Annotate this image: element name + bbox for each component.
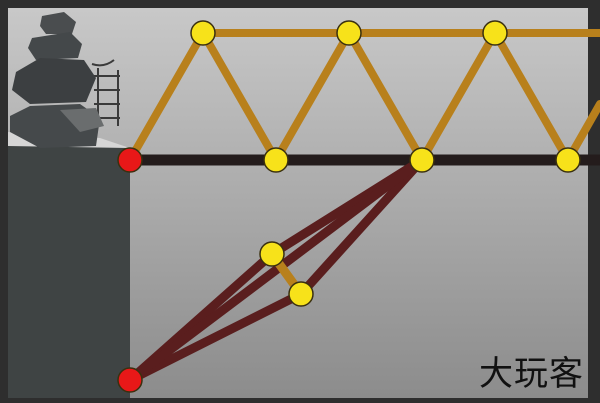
anchor-joint[interactable] (117, 147, 143, 173)
cliff (8, 138, 130, 398)
steel-beam[interactable] (296, 155, 427, 299)
wood-beam[interactable] (199, 29, 280, 164)
wood-beam[interactable] (345, 29, 426, 164)
steel-beam[interactable] (125, 155, 427, 385)
watermark: 大玩客 (479, 354, 584, 394)
joint[interactable] (259, 241, 285, 267)
steel-beam[interactable] (125, 289, 306, 385)
joint[interactable] (409, 147, 435, 173)
joint[interactable] (190, 20, 216, 46)
wood-beam[interactable] (272, 29, 353, 164)
rock-stack-icon (10, 12, 104, 148)
joint[interactable] (482, 20, 508, 46)
joint[interactable] (555, 147, 581, 173)
wood-beam[interactable] (126, 29, 207, 164)
wood-beam[interactable] (491, 29, 572, 164)
joints[interactable] (117, 20, 581, 393)
joint[interactable] (263, 147, 289, 173)
joint[interactable] (288, 281, 314, 307)
wood-beam[interactable] (418, 29, 499, 164)
joint[interactable] (336, 20, 362, 46)
anchor-joint[interactable] (117, 367, 143, 393)
wood-beams[interactable] (126, 29, 600, 164)
